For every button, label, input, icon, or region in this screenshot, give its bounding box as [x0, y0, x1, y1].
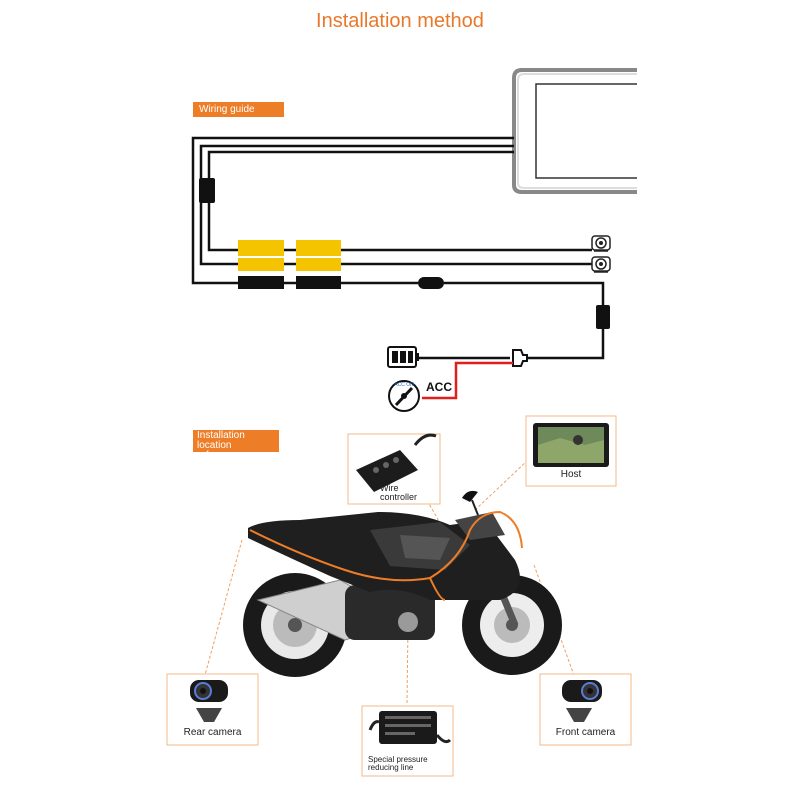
acc-wire	[422, 361, 513, 400]
motorcycle-illustration	[243, 490, 562, 677]
key-switch-icon	[388, 380, 420, 412]
rear-camera-callout	[166, 673, 259, 746]
inline-fuse	[199, 178, 215, 203]
wiring-guide-tag: Wiring guide	[193, 102, 284, 117]
power-fuse	[418, 277, 444, 289]
battery-icon	[387, 346, 419, 368]
key-switch-label: ACC ON	[394, 382, 414, 388]
acc-label: ACC	[426, 380, 452, 394]
pressure-line-callout	[361, 705, 454, 777]
power-plug-icon	[512, 349, 528, 367]
power-fuse-vertical	[596, 305, 610, 329]
front-camera-callout	[539, 673, 632, 746]
rear-camera-icon	[591, 256, 611, 273]
front-camera-icon	[591, 235, 611, 252]
front-camera-label: Front camera	[555, 727, 616, 738]
monitor-outline	[512, 68, 637, 194]
page-title: Installation method	[316, 10, 484, 32]
pressure-line-label: Special pressure reducing line	[368, 755, 428, 772]
camera-connectors	[238, 240, 341, 289]
wire-controller-callout	[347, 433, 441, 505]
rear-camera-label: Rear camera	[183, 727, 242, 738]
wire-controller-label: Wire controller	[380, 483, 418, 502]
installation-location-tag: Installation location reference	[193, 430, 279, 461]
host-callout	[525, 415, 617, 487]
host-label: Host	[560, 469, 582, 480]
